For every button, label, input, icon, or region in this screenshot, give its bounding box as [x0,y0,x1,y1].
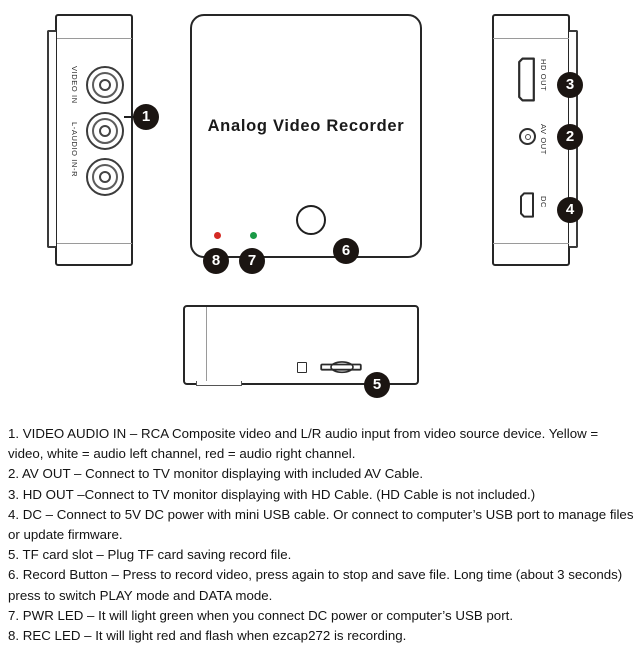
video-in-port-label: VIDEO IN [70,66,79,104]
rec-led-indicator [214,232,221,239]
callout-badge-6[interactable]: 6 [333,238,359,264]
hd-out-port-label: HD OUT [539,59,548,92]
front-view-foot [196,381,242,386]
instruction-item-6: 6. Record Button – Press to record video… [8,567,623,603]
left-view-top-seam [57,38,132,39]
instruction-item-4: 4. DC – Connect to 5V DC power with mini… [8,506,634,543]
av-out-port-label: AV OUT [539,124,548,155]
rca-jack-audio-right[interactable] [86,158,124,196]
left-view-bottom-seam [57,243,132,244]
callout-badge-5[interactable]: 5 [364,372,390,398]
instruction-item-2: 2. AV OUT – Connect to TV monitor displa… [8,466,424,482]
callout-badge-2[interactable]: 2 [557,124,583,150]
instructions-list: 1. VIDEO AUDIO IN – RCA Composite video … [0,424,640,646]
rca-jack-video-in[interactable] [86,66,124,104]
callout-badge-8[interactable]: 8 [203,248,229,274]
pwr-led-indicator [250,232,257,239]
instruction-item-1: 1. VIDEO AUDIO IN – RCA Composite video … [8,426,599,462]
callout-badge-1[interactable]: 1 [133,104,159,130]
right-view-top-seam [493,38,569,39]
audio-in-port-label: L-AUDIO IN-R [70,122,79,178]
tf-card-slot[interactable] [320,359,362,375]
instructions-section: 1. VIDEO AUDIO IN – RCA Composite video … [0,424,640,646]
record-button[interactable] [296,205,326,235]
callout-badge-4[interactable]: 4 [557,197,583,223]
right-view-bottom-seam [493,243,569,244]
rca-jack-audio-left[interactable] [86,112,124,150]
front-view-vertical-seam [206,307,207,383]
dc-port-label: DC [539,196,548,209]
device-title: Analog Video Recorder [207,117,405,135]
front-view-small-square-feature [297,362,307,373]
product-diagram: VIDEO IN L-AUDIO IN-R 1 Analog Video Rec… [47,14,583,398]
callout-badge-3[interactable]: 3 [557,72,583,98]
callout-1-leader-line [124,116,138,118]
instruction-item-8: 8. REC LED – It will light red and flash… [8,628,407,644]
av-out-port[interactable] [519,128,536,145]
instruction-item-5: 5. TF card slot – Plug TF card saving re… [8,547,292,563]
instruction-item-3: 3. HD OUT –Connect to TV monitor display… [8,486,536,502]
callout-badge-7[interactable]: 7 [239,248,265,274]
instruction-item-7: 7. PWR LED – It will light green when yo… [8,607,514,623]
hd-out-port[interactable] [517,57,536,102]
left-view-edge-strip [47,30,56,248]
dc-mini-usb-port[interactable] [519,192,535,218]
